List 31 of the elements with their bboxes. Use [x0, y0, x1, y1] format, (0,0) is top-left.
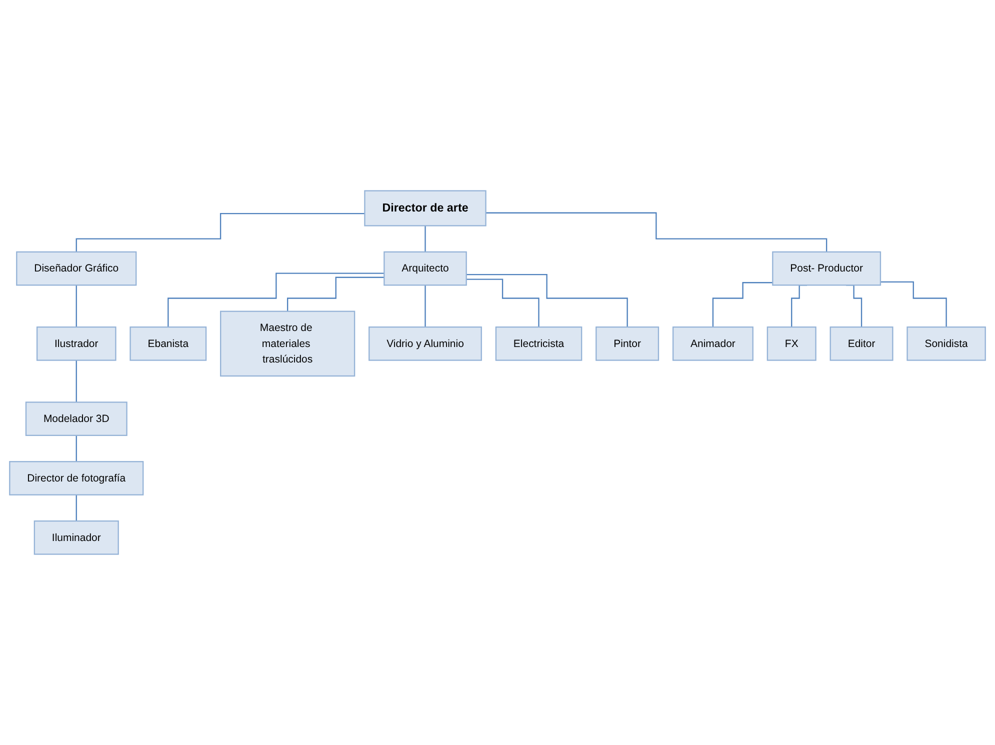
- connector: [76, 434, 77, 462]
- node-box: Maestro de materiales traslúcidos: [220, 310, 356, 377]
- node-box: Modelador 3D: [25, 402, 128, 436]
- connector: [466, 278, 540, 328]
- node-box: FX: [766, 326, 816, 361]
- node-box: Ebanista: [130, 326, 207, 361]
- connector: [287, 276, 384, 312]
- connector: [712, 282, 773, 328]
- node-box: Iluminador: [34, 520, 119, 555]
- connector: [168, 272, 384, 328]
- connector: [486, 212, 828, 253]
- connector: [76, 284, 77, 328]
- connector: [76, 360, 77, 403]
- node-box: Vidrio y Aluminio: [368, 326, 482, 361]
- node-box: Pintor: [596, 326, 660, 361]
- connector: [76, 494, 77, 522]
- connector: [76, 212, 365, 253]
- connector: [880, 281, 947, 328]
- node-box: Arquitecto: [384, 251, 467, 286]
- node-box: Animador: [672, 326, 754, 361]
- node-box: Diseñador Gráfico: [16, 251, 137, 286]
- node-box: Director de fotografía: [9, 461, 144, 496]
- node-box: Sonidista: [906, 326, 986, 361]
- connector: [466, 274, 628, 328]
- connector: [424, 225, 426, 253]
- node-box: Ilustrador: [36, 326, 116, 361]
- node-box: Director de arte: [364, 190, 486, 226]
- connector: [424, 284, 426, 328]
- node-box: Editor: [830, 326, 894, 361]
- node-box: Electricista: [495, 326, 582, 361]
- node-box: Post- Productor: [772, 251, 882, 286]
